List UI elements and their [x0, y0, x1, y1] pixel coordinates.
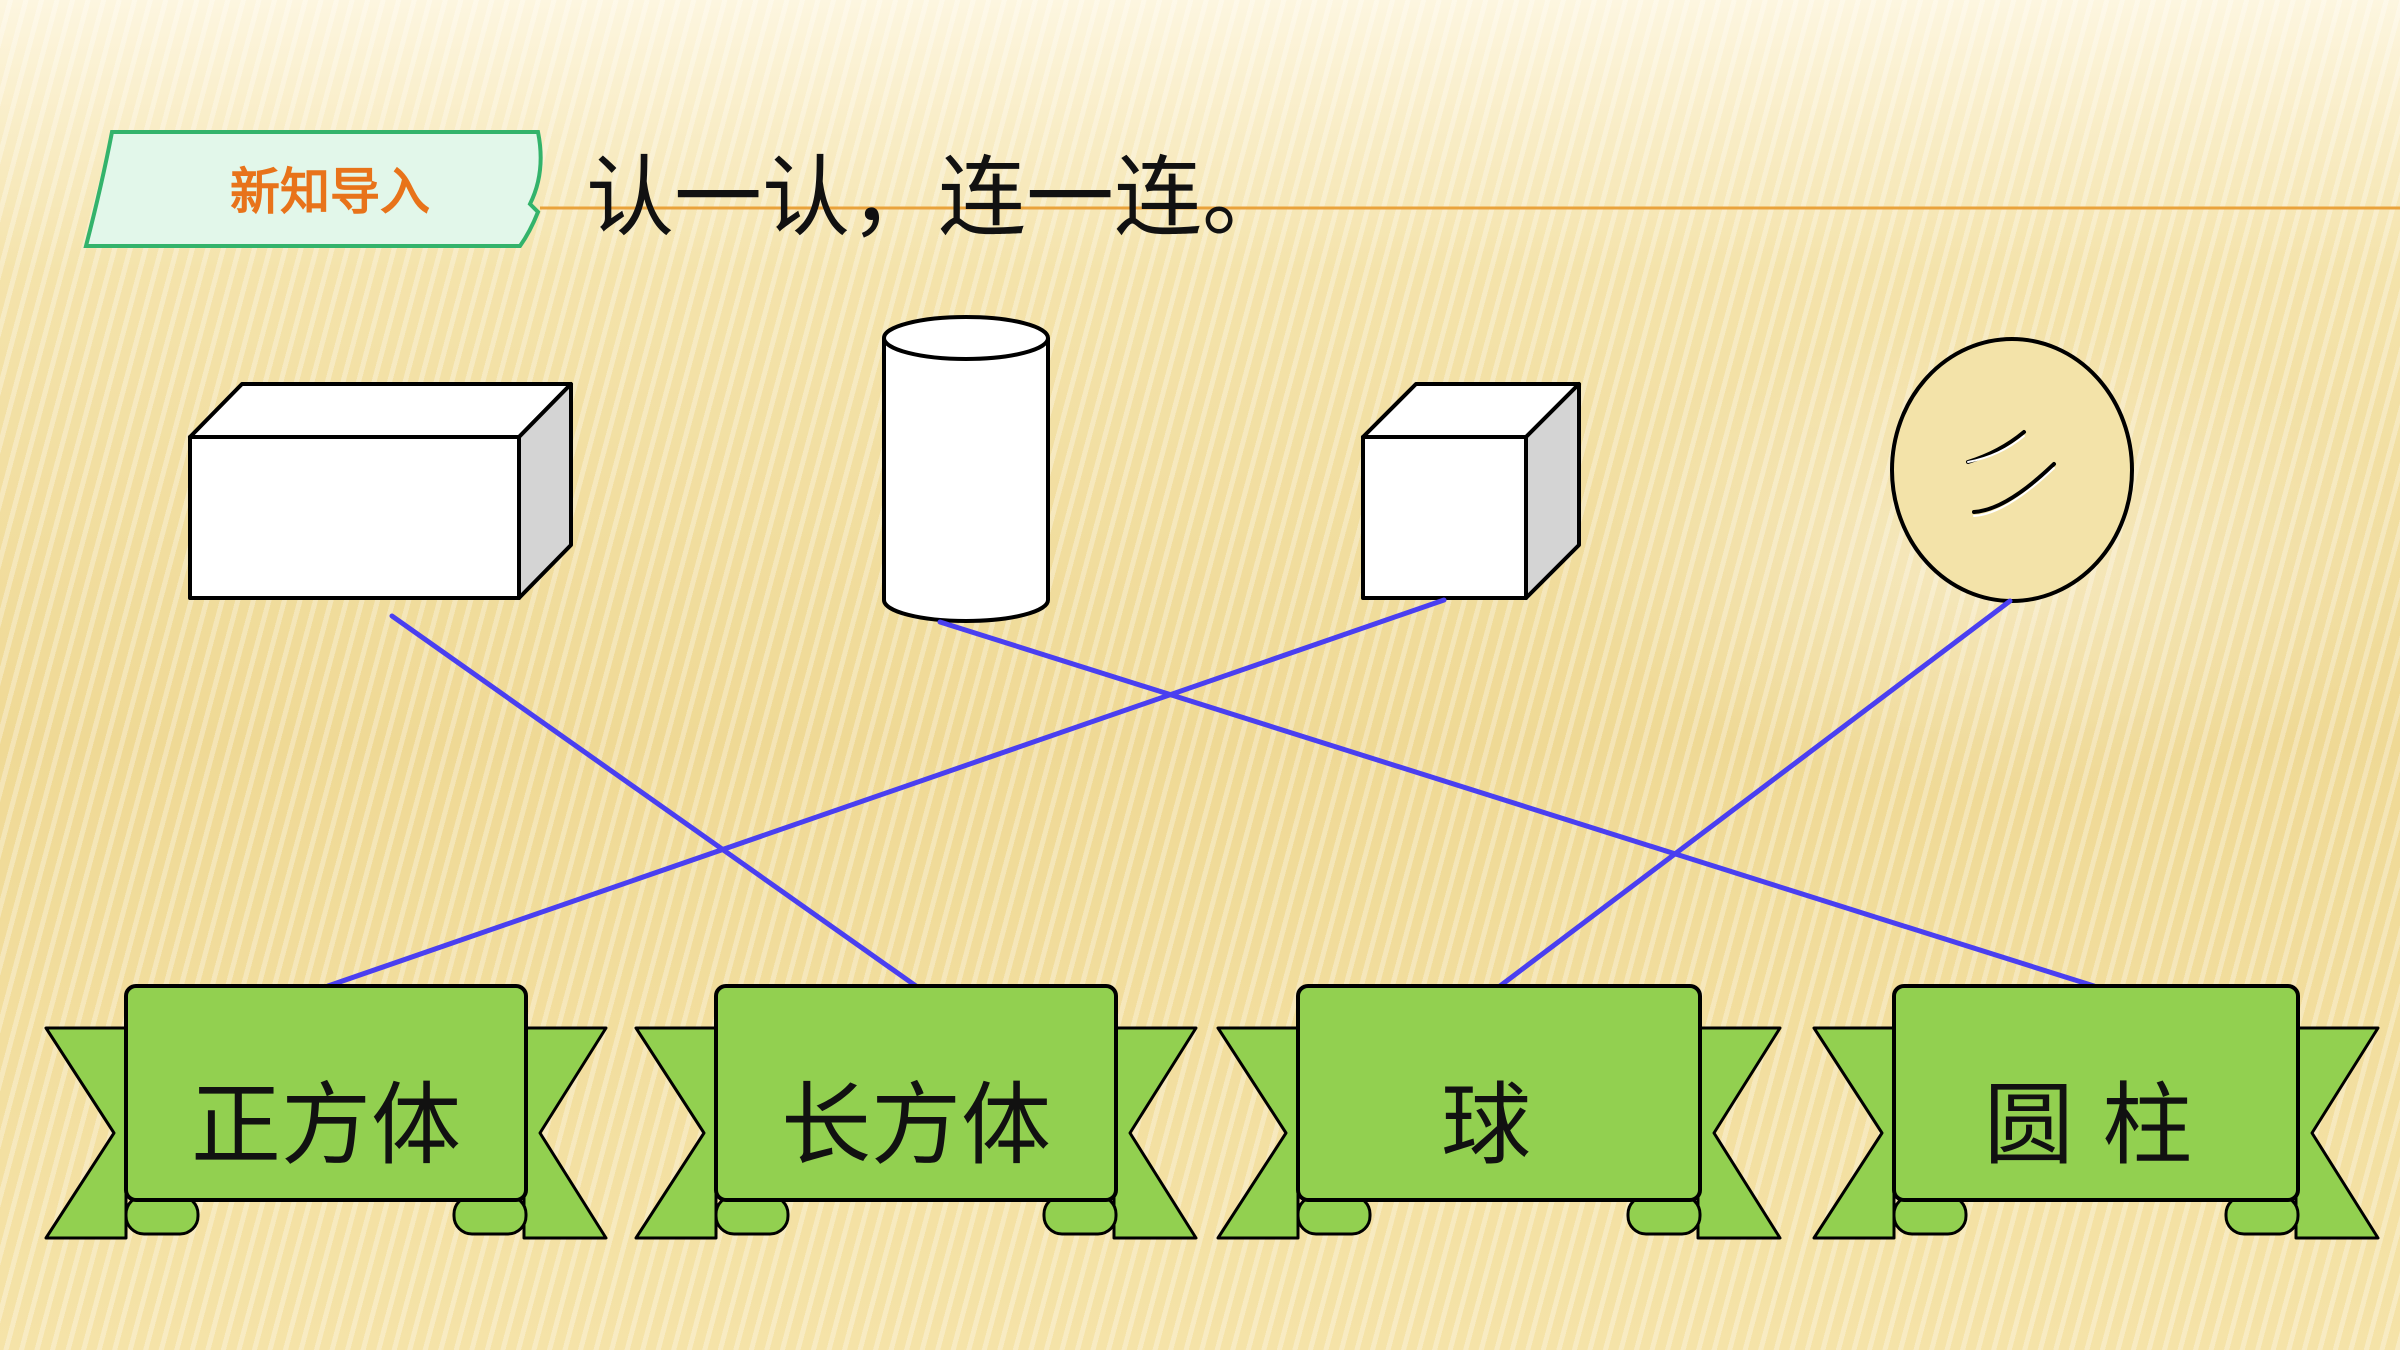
connector-cube-to-cube-label — [325, 597, 1447, 989]
label-cube: 正方体 — [191, 1073, 461, 1178]
label-ribbon-cube[interactable]: 正方体 — [44, 984, 608, 1240]
label-rectangular-prism: 长方体 — [781, 1073, 1051, 1178]
connector-prism-to-rectangular-label — [389, 613, 919, 989]
label-cylinder: 圆 柱 — [1984, 1073, 2193, 1178]
label-ribbon-cylinder[interactable]: 圆 柱 — [1812, 984, 2380, 1240]
label-ribbon-rectangular-prism[interactable]: 长方体 — [634, 984, 1198, 1240]
cylinder-icon — [882, 315, 1050, 623]
sphere-icon — [1890, 337, 2134, 603]
cube-icon — [1361, 382, 1581, 600]
section-badge: 新知导入 — [83, 130, 543, 248]
connector-lines — [325, 597, 2097, 989]
connector-sphere-to-sphere-label — [1497, 598, 2013, 989]
label-sphere: 球 — [1441, 1073, 1531, 1178]
label-ribbon-sphere[interactable]: 球 — [1216, 984, 1782, 1240]
connector-cylinder-to-cylinder-label — [937, 619, 2097, 989]
section-badge-label: 新知导入 — [230, 163, 430, 221]
rectangular-prism-icon — [188, 382, 573, 600]
instruction-title: 认一认，连一连。 — [586, 146, 1290, 249]
